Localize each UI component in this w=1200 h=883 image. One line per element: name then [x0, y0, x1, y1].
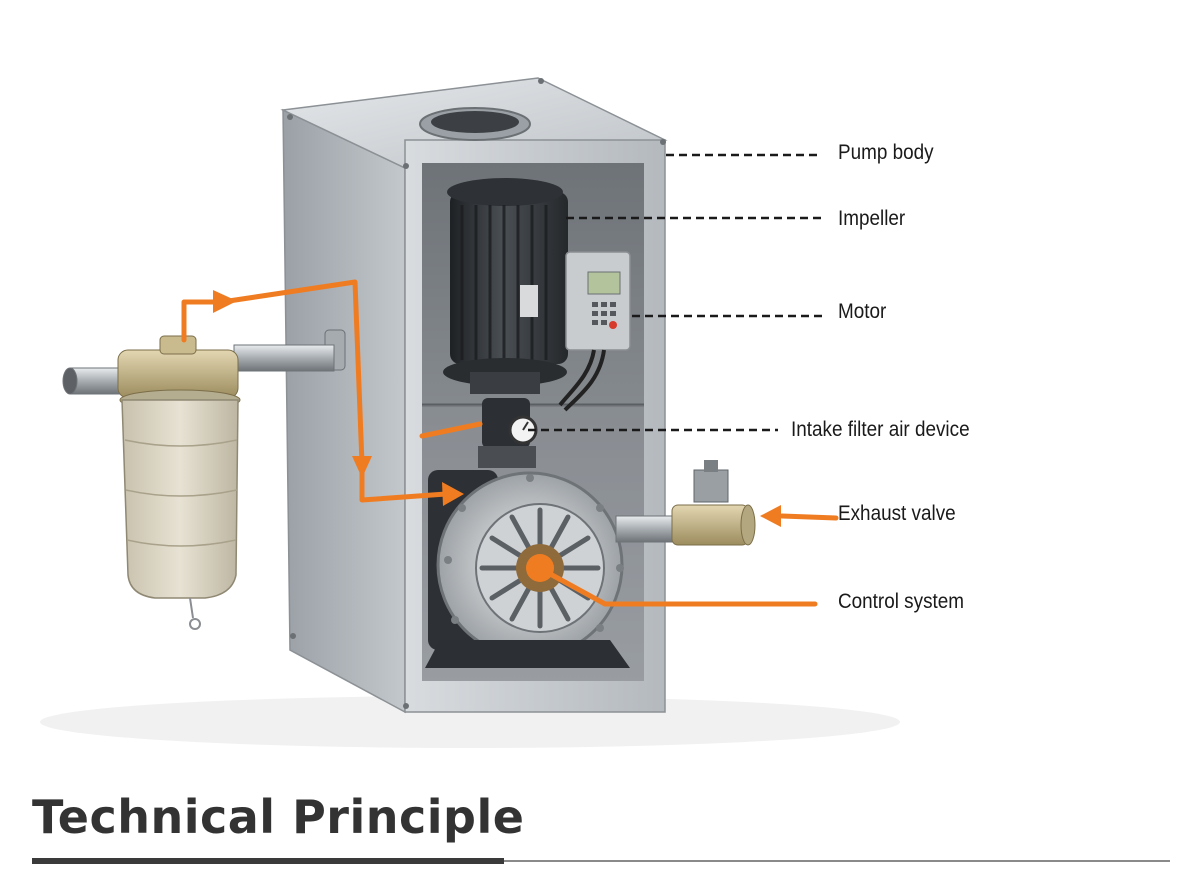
- filter-bag: [121, 399, 239, 630]
- label-motor: Motor: [838, 300, 887, 323]
- label-control-system: Control system: [838, 590, 965, 613]
- motor-unit: [443, 178, 568, 394]
- flow-arrowheads: [213, 290, 781, 527]
- leader-lines: [528, 153, 822, 432]
- label-pump-body: Pump body: [838, 141, 934, 164]
- exhaust-valve-assembly: [615, 460, 756, 546]
- cabinet-screws: [287, 78, 666, 709]
- control-box: [558, 251, 631, 412]
- ground-shadow: [40, 696, 900, 748]
- intake-coupling: [478, 398, 538, 468]
- top-inlet-opening: [419, 107, 531, 141]
- impeller-housing: [425, 470, 630, 668]
- flow-arrows: [181, 279, 839, 607]
- title-divider: [32, 860, 1170, 862]
- inlet-pipe: [62, 344, 335, 395]
- section-title: Technical Principle: [32, 790, 525, 844]
- title-underline-accent: [32, 858, 504, 864]
- label-impeller: Impeller: [838, 207, 906, 230]
- label-exhaust-valve: Exhaust valve: [838, 502, 956, 525]
- filter-housing: [117, 335, 241, 411]
- label-intake-filter-air-device: Intake filter air device: [791, 418, 970, 441]
